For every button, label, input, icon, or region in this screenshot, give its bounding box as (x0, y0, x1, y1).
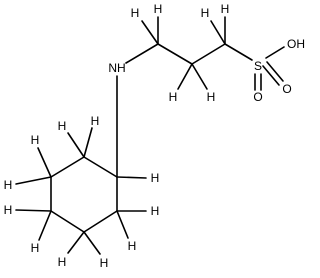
bond-c2-c3 (83, 210, 118, 233)
atom-o-bottom: O (253, 90, 262, 104)
atom-nh: NH (108, 61, 125, 75)
bond-c3-h-right (83, 231, 101, 255)
bond-s-o-double-c (262, 65, 280, 86)
atom-h: H (91, 114, 100, 128)
bond-c6-c1 (83, 156, 118, 178)
atom-h: H (4, 178, 13, 192)
bond-cc-h-left (210, 20, 226, 45)
atom-s: S (254, 59, 262, 73)
atom-h: H (131, 6, 140, 20)
bonds (15, 16, 285, 255)
atom-o-right: O (282, 82, 291, 96)
bond-ca-cb (157, 43, 193, 65)
atom-h: H (58, 255, 67, 269)
atom-h: H (221, 2, 230, 16)
bond-c2-h-lower (116, 210, 129, 239)
atom-oh: OH (287, 37, 305, 51)
bond-n-ca (125, 43, 159, 64)
bond-cc-s (224, 43, 253, 61)
bond-c6-h-right (83, 127, 93, 158)
atom-h: H (100, 256, 109, 270)
bond-c3-h-left (67, 231, 85, 254)
atom-h: H (58, 119, 67, 133)
bond-c4-h-upper (15, 209, 52, 212)
bond-s-o-double-d (266, 61, 284, 82)
bond-cb-cc (191, 43, 226, 65)
atom-h: H (4, 203, 13, 217)
bond-cb-h-left (177, 63, 193, 90)
atom-h: H (169, 90, 178, 104)
bond-c5-c6 (50, 156, 85, 178)
bond-s-oh (265, 46, 285, 59)
bond-ca-h-left (141, 20, 159, 45)
bond-c6-h-left (67, 132, 85, 158)
bond-c4-h-lower (38, 210, 52, 241)
atom-h: H (201, 6, 210, 20)
atom-h: H (151, 171, 160, 185)
atom-h: H (151, 204, 160, 218)
bond-c5-h-lower (15, 176, 52, 185)
atom-h: H (128, 239, 137, 253)
bond-c3-c4 (50, 210, 85, 233)
atom-labels: NH S OH O O H H H H H H H H H H H H H H … (4, 2, 305, 270)
atom-h: H (207, 90, 216, 104)
atom-h: H (154, 2, 163, 16)
bond-c1-h (116, 176, 147, 179)
atom-h: H (31, 133, 40, 147)
bond-c5-h-upper (37, 147, 52, 178)
bond-cb-h-right (191, 63, 208, 90)
atom-h: H (31, 241, 40, 255)
